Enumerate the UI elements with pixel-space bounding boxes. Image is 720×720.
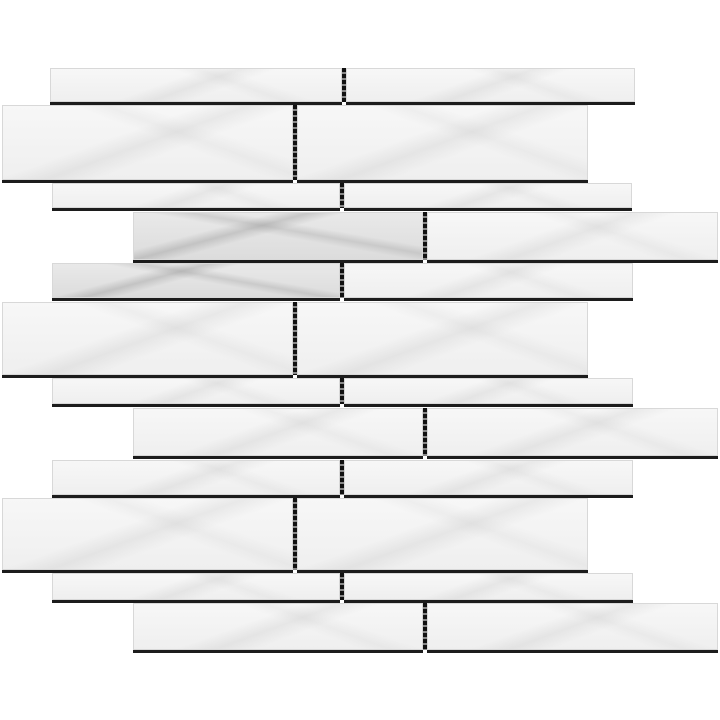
marble-tile (52, 573, 340, 600)
grout-seam (293, 302, 297, 375)
marble-tile (133, 212, 423, 260)
marble-tile (346, 68, 635, 102)
grout-seam (340, 183, 344, 208)
marble-tile (50, 68, 342, 102)
marble-tile (2, 302, 293, 375)
marble-tile (133, 408, 423, 456)
marble-tile (133, 603, 423, 650)
marble-tile (52, 378, 340, 404)
marble-tile (427, 212, 718, 260)
marble-tile (344, 378, 633, 404)
marble-tile (2, 105, 293, 180)
marble-tile (427, 603, 718, 650)
grout-seam (293, 105, 297, 180)
marble-tile (344, 183, 632, 208)
marble-tile (52, 183, 340, 208)
marble-tile (427, 408, 718, 456)
grout-seam (340, 460, 344, 495)
marble-tile (52, 263, 340, 298)
marble-tile (344, 263, 633, 298)
grout-seam (340, 378, 344, 404)
grout-seam (423, 212, 427, 260)
grout-seam (423, 603, 427, 650)
grout-seam (423, 408, 427, 456)
marble-tile (2, 498, 293, 570)
marble-tile (297, 105, 588, 180)
grout-seam (293, 498, 297, 570)
marble-tile (344, 460, 633, 495)
marble-tile (344, 573, 633, 600)
marble-tile (297, 302, 588, 375)
grout-seam (342, 68, 346, 102)
marble-tile (52, 460, 340, 495)
marble-tile (297, 498, 588, 570)
grout-seam (340, 263, 344, 298)
grout-seam (340, 573, 344, 600)
